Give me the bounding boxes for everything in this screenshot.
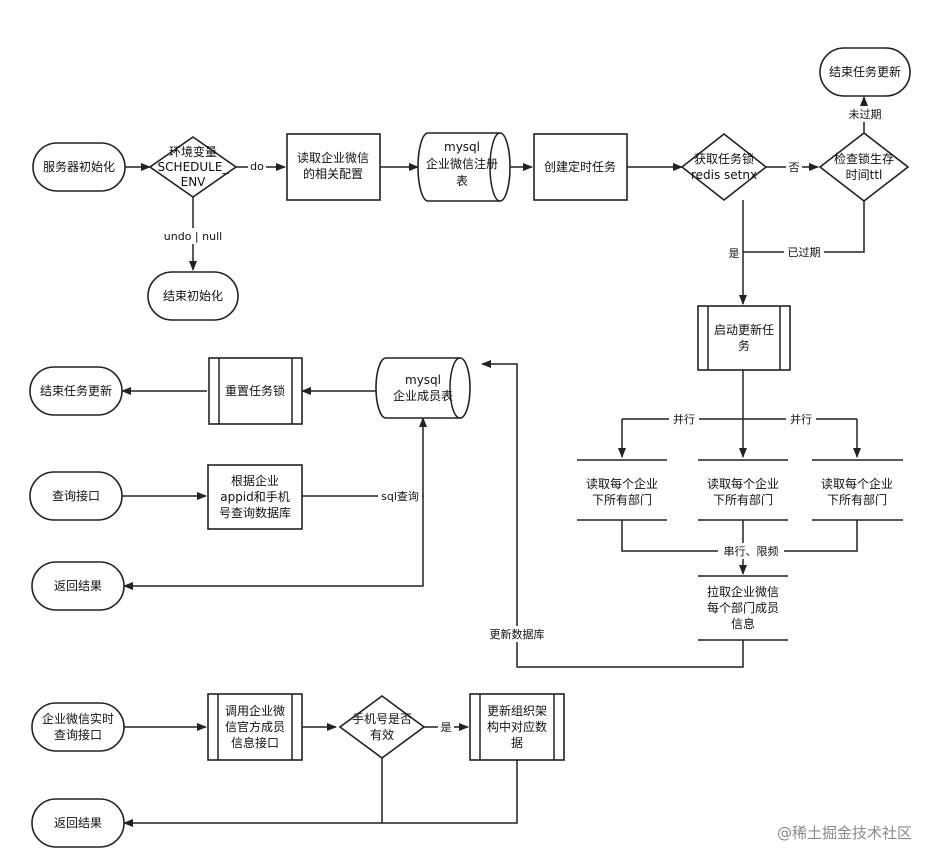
edge-phone-to-return: [123, 758, 383, 827]
label-serial-limit: 串行、限频: [724, 544, 779, 558]
node-read-dept-3: 读取每个企业 下所有部门: [812, 459, 903, 521]
node-server-init-label: 服务器初始化: [43, 159, 115, 174]
node-return-1: 返回结果: [31, 561, 125, 611]
node-create-task-label: 创建定时任务: [544, 159, 616, 174]
label-sql-query: sql查询: [381, 489, 419, 503]
node-read-dept-2-line-2: 下所有部门: [713, 492, 773, 507]
node-end-update-left-label: 结束任务更新: [40, 383, 112, 398]
node-call-official-line-3: 信息接口: [231, 735, 279, 750]
label-do: do: [250, 160, 264, 173]
node-env-check-line-3: ENV: [181, 175, 207, 189]
label-undo-null: undo | null: [164, 230, 222, 243]
label-update-db: 更新数据库: [490, 627, 545, 641]
node-read-dept-1-line-1: 读取每个企业: [586, 476, 658, 491]
node-query-api-label: 查询接口: [52, 488, 100, 503]
node-return-1-label: 返回结果: [54, 579, 102, 593]
node-update-org-line-1: 更新组织架: [487, 703, 547, 718]
node-reset-lock: 重置任务锁: [208, 357, 303, 425]
edges: [121, 96, 868, 827]
node-read-dept-2: 读取每个企业 下所有部门: [698, 459, 788, 521]
node-update-org-line-2: 构中对应数: [487, 719, 547, 734]
node-return-2-label: 返回结果: [54, 816, 102, 830]
node-phone-valid-line-2: 有效: [370, 727, 394, 742]
node-query-db: 根据企业 appid和手机 号查询数据库: [207, 464, 303, 530]
node-pull-members-line-1: 拉取企业微信: [707, 584, 779, 599]
node-env-check-line-1: 环境变量: [169, 144, 217, 159]
edge-ttl-expired: [743, 200, 865, 253]
node-pull-members-line-3: 信息: [731, 616, 755, 631]
edge-members-db-to-return: [123, 496, 424, 590]
node-env-check-line-2: SCHEDULE_: [158, 160, 230, 174]
node-pull-members: 拉取企业微信 每个部门成员 信息: [698, 575, 788, 641]
node-end-update-top: 结束任务更新: [819, 47, 911, 97]
node-db-members-line-2: 企业成员表: [393, 388, 453, 403]
node-realtime-api: 企业微信实时 查询接口: [31, 702, 125, 752]
node-create-task: 创建定时任务: [533, 133, 628, 201]
edge-update-to-return: [382, 760, 518, 824]
node-check-ttl: 检查锁生存 时间ttl: [818, 131, 910, 203]
node-env-check: 环境变量 SCHEDULE_ ENV: [148, 136, 238, 198]
node-end-update-left: 结束任务更新: [29, 366, 123, 416]
node-update-org-line-3: 据: [511, 736, 523, 750]
node-read-config-line-2: 的相关配置: [303, 166, 363, 181]
node-get-lock: 获取任务锁 redis setnx: [680, 132, 768, 202]
node-end-update-top-label: 结束任务更新: [829, 64, 901, 79]
node-call-official-line-1: 调用企业微: [225, 703, 285, 718]
edge-labels: do undo | null 否 未过期 是 已过期 并行 并行 串行、限频 更…: [160, 106, 885, 735]
node-read-dept-3-line-1: 读取每个企业: [821, 476, 893, 491]
node-call-official-line-2: 信官方成员: [225, 719, 285, 734]
watermark: @稀土掘金技术社区: [777, 824, 912, 842]
node-query-db-line-3: 号查询数据库: [219, 505, 291, 520]
node-query-db-line-1: 根据企业: [231, 473, 279, 488]
label-parallel-1: 并行: [673, 412, 695, 426]
node-update-org: 更新组织架 构中对应数 据: [469, 693, 565, 761]
node-start-update: 启动更新任 务: [697, 305, 791, 371]
node-realtime-api-line-2: 查询接口: [54, 727, 102, 742]
label-yes: 是: [729, 247, 740, 260]
node-read-dept-1: 读取每个企业 下所有部门: [577, 459, 667, 521]
node-call-official: 调用企业微 信官方成员 信息接口: [207, 693, 303, 761]
label-yes-2: 是: [441, 721, 452, 734]
node-db-members: mysql 企业成员表: [375, 357, 471, 419]
node-db-register-line-3: 表: [456, 174, 468, 188]
node-phone-valid-line-1: 手机号是否: [352, 712, 412, 726]
node-db-register-line-1: mysql: [444, 140, 480, 154]
node-end-init-label: 结束初始化: [163, 289, 223, 303]
node-db-register: mysql 企业微信注册 表: [417, 132, 511, 202]
node-check-ttl-line-1: 检查锁生存: [834, 151, 894, 166]
label-parallel-2: 并行: [790, 412, 812, 426]
node-db-members-line-1: mysql: [405, 373, 441, 387]
edge-pull-to-members-db: [481, 360, 744, 668]
label-expired: 已过期: [788, 246, 821, 259]
node-get-lock-line-1: 获取任务锁: [694, 151, 754, 166]
node-start-update-line-1: 启动更新任: [714, 322, 774, 337]
node-read-dept-1-line-2: 下所有部门: [592, 492, 652, 507]
node-read-config-line-1: 读取企业微信: [297, 150, 369, 165]
node-phone-valid: 手机号是否 有效: [338, 695, 426, 759]
edge-query-to-members-db: [302, 417, 427, 497]
node-read-dept-3-line-2: 下所有部门: [827, 492, 887, 507]
label-no: 否: [789, 161, 800, 174]
node-realtime-api-line-1: 企业微信实时: [42, 711, 114, 726]
node-read-dept-2-line-1: 读取每个企业: [707, 476, 779, 491]
label-not-expired: 未过期: [849, 108, 882, 121]
node-query-db-line-2: appid和手机: [220, 490, 290, 504]
node-query-api: 查询接口: [29, 471, 123, 521]
node-db-register-line-2: 企业微信注册: [426, 156, 498, 171]
node-pull-members-line-2: 每个部门成员: [707, 600, 779, 615]
node-check-ttl-line-2: 时间ttl: [846, 168, 883, 182]
node-get-lock-line-2: redis setnx: [691, 168, 757, 182]
node-read-config: 读取企业微信 的相关配置: [286, 133, 381, 201]
node-return-2: 返回结果: [31, 798, 125, 848]
node-start-update-line-2: 务: [738, 338, 750, 353]
node-reset-lock-label: 重置任务锁: [225, 383, 285, 398]
node-server-init: 服务器初始化: [32, 142, 126, 192]
node-end-init: 结束初始化: [147, 271, 239, 321]
